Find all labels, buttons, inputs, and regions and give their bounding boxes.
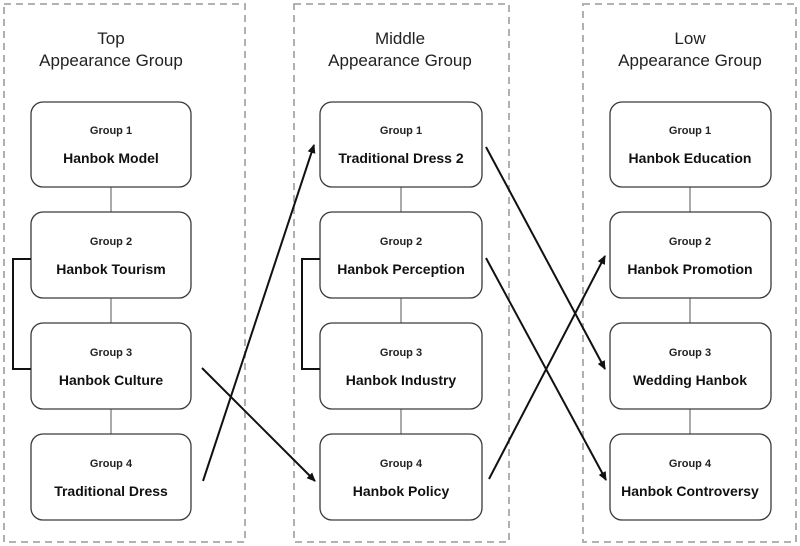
arrow-middle1-to-low3 [485, 146, 606, 370]
group-label: Group 4 [380, 458, 423, 470]
group-name: Hanbok Tourism [56, 261, 165, 277]
group-name: Traditional Dress [54, 483, 168, 499]
group-name: Hanbok Model [63, 150, 159, 166]
column-low: Low Appearance Group Group 1 Hanbok Educ… [582, 3, 797, 543]
column-title-line2: Appearance Group [618, 51, 762, 70]
group-box-top-4: Group 4 Traditional Dress [30, 433, 192, 521]
group-box-low-2: Group 2 Hanbok Promotion [609, 211, 772, 299]
group-box-middle-3: Group 3 Hanbok Industry [319, 322, 483, 410]
group-label: Group 1 [380, 125, 422, 137]
group-label: Group 3 [90, 347, 132, 359]
group-name: Wedding Hanbok [633, 372, 747, 388]
group-label: Group 2 [669, 236, 711, 248]
group-box-low-4: Group 4 Hanbok Controversy [609, 433, 772, 521]
group-box-middle-2: Group 2 Hanbok Perception [319, 211, 483, 299]
group-label: Group 4 [90, 458, 133, 470]
column-title-line1: Low [674, 29, 706, 48]
arrow-top3-to-middle4 [201, 367, 316, 482]
group-label: Group 4 [669, 458, 712, 470]
group-label: Group 1 [669, 125, 711, 137]
group-name: Hanbok Controversy [621, 483, 759, 499]
column-title-line1: Top [97, 29, 124, 48]
group-bracket [301, 258, 320, 370]
group-name: Hanbok Perception [337, 261, 465, 277]
group-box-low-1: Group 1 Hanbok Education [609, 101, 772, 188]
column-title-line1: Middle [375, 29, 425, 48]
group-label: Group 2 [380, 236, 422, 248]
group-name: Hanbok Culture [59, 372, 163, 388]
group-name: Traditional Dress 2 [338, 150, 463, 166]
group-name: Hanbok Industry [346, 372, 457, 388]
column-middle: Middle Appearance Group Group 1 Traditio… [293, 3, 510, 543]
group-box-middle-4: Group 4 Hanbok Policy [319, 433, 483, 521]
group-name: Hanbok Education [629, 150, 752, 166]
column-frame [3, 3, 246, 543]
group-box-top-1: Group 1 Hanbok Model [30, 101, 192, 188]
group-label: Group 1 [90, 125, 132, 137]
column-frame [293, 3, 510, 543]
group-box-top-2: Group 2 Hanbok Tourism [30, 211, 192, 299]
group-box-low-3: Group 3 Wedding Hanbok [609, 322, 772, 410]
group-bracket [12, 258, 31, 370]
column-title-line2: Appearance Group [39, 51, 183, 70]
column-top: Top Appearance Group Group 1 Hanbok Mode… [3, 3, 246, 543]
column-frame [582, 3, 797, 543]
arrow-middle4-to-low2 [488, 255, 606, 480]
group-name: Hanbok Promotion [627, 261, 752, 277]
group-name: Hanbok Policy [353, 483, 450, 499]
transition-arrows [201, 144, 607, 482]
group-label: Group 3 [669, 347, 711, 359]
arrow-top4-to-middle1 [202, 144, 316, 482]
group-box-middle-1: Group 1 Traditional Dress 2 [319, 101, 483, 188]
column-title-line2: Appearance Group [328, 51, 472, 70]
group-label: Group 2 [90, 236, 132, 248]
group-label: Group 3 [380, 347, 422, 359]
group-box-top-3: Group 3 Hanbok Culture [30, 322, 192, 410]
